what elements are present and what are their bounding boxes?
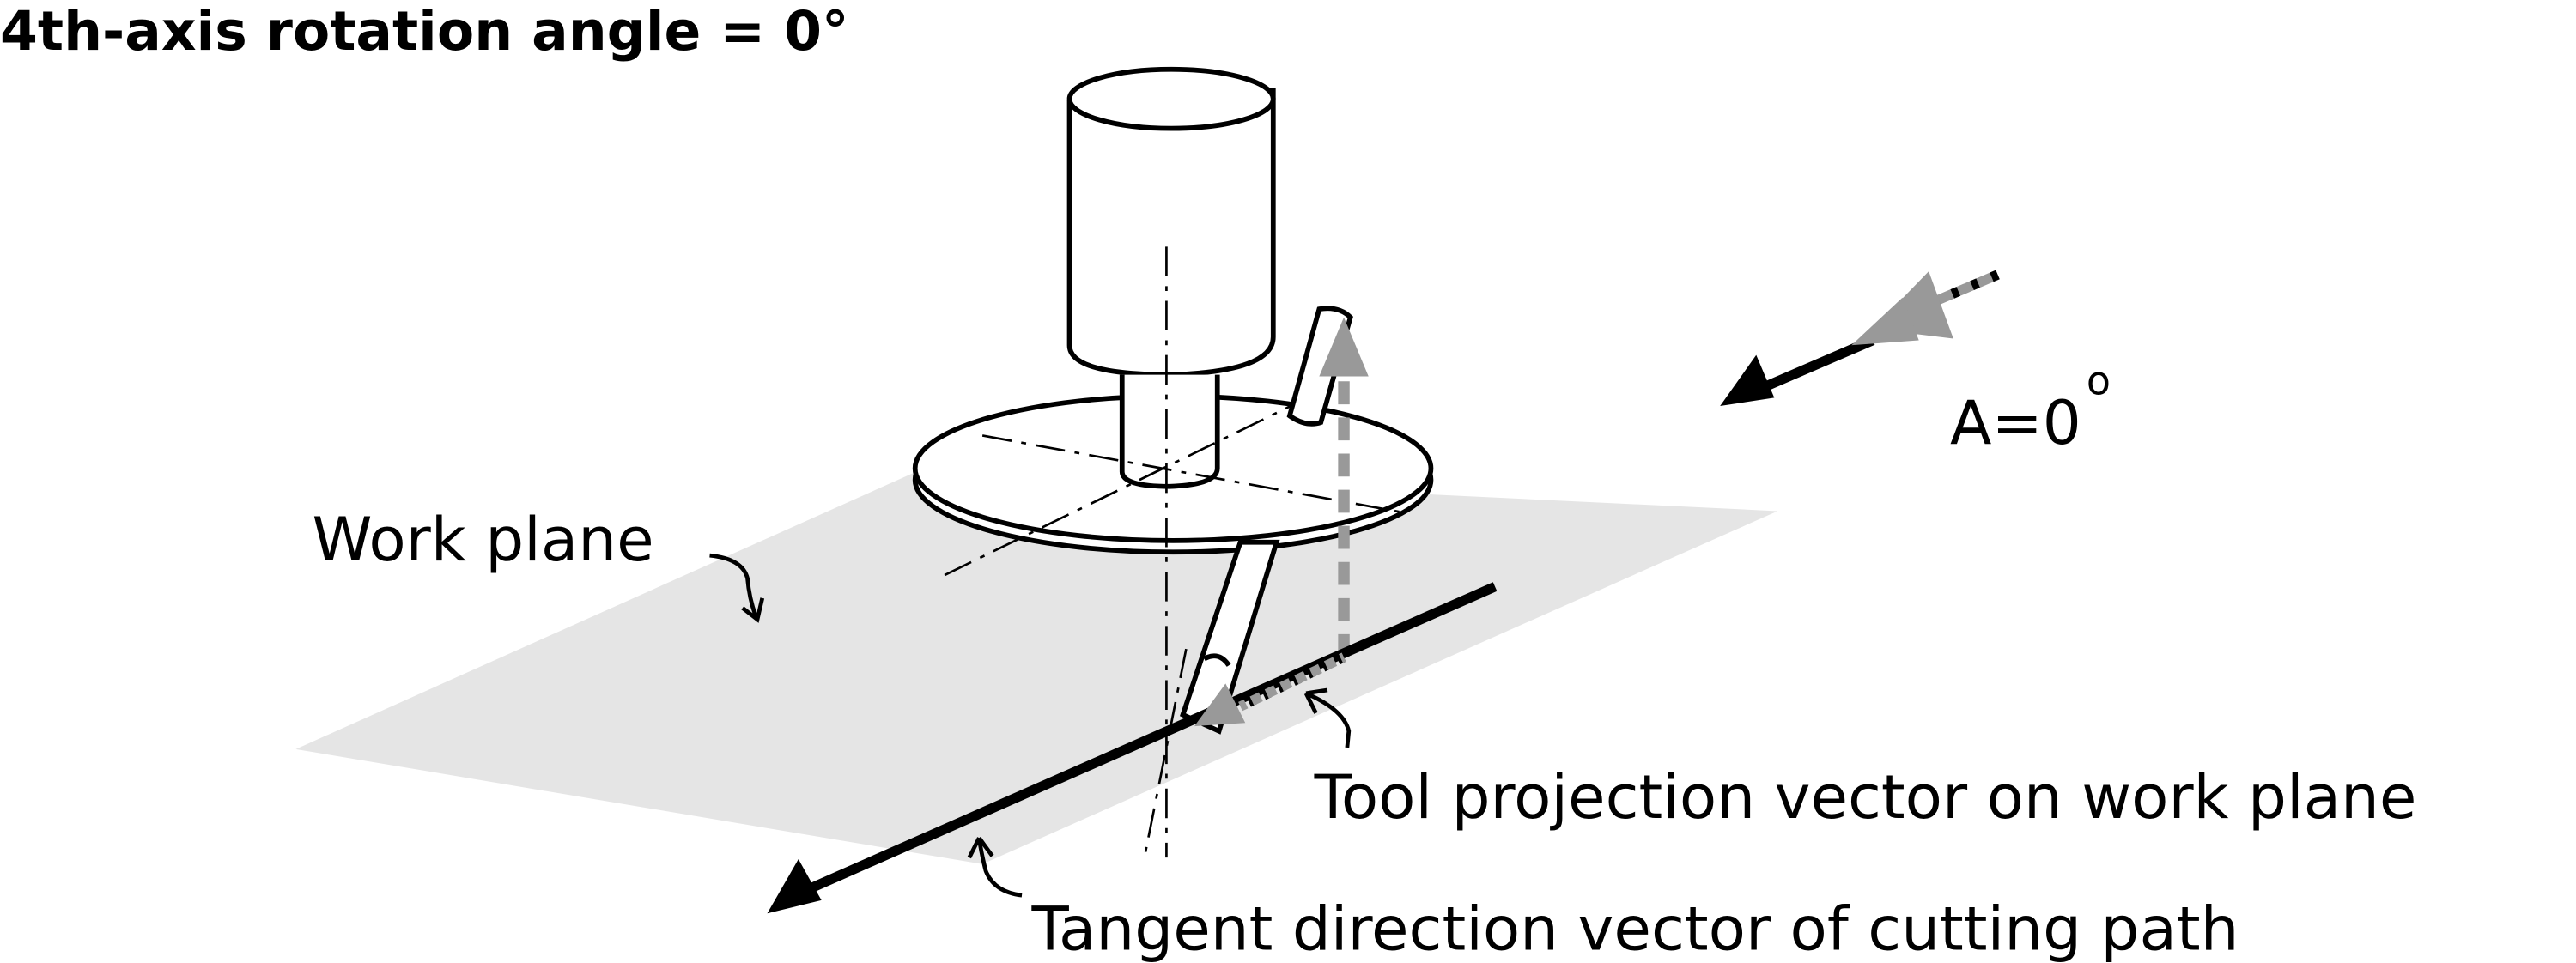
- tool-projection-label: Tool projection vector on work plane: [1314, 761, 2417, 833]
- work-plane-leader: [709, 553, 765, 623]
- tool-projection-arrow: [1194, 652, 1346, 727]
- angle-label: A=0: [1950, 387, 2081, 458]
- angle-legend-arrows: [1720, 270, 2000, 406]
- tool-vector-arrow: [1319, 317, 1369, 657]
- tangent-leader: [967, 836, 1023, 898]
- lower-tool: [1180, 539, 1280, 735]
- spindle-shaft: [1119, 374, 1220, 489]
- angle-degree-sup: o: [2087, 358, 2111, 404]
- spindle-cylinder: [1066, 66, 1276, 378]
- work-plane: [295, 469, 1778, 864]
- tangent-direction-arrow: [767, 582, 1498, 914]
- diagram-title: 4th-axis rotation angle = 0°: [0, 0, 849, 63]
- work-plane-label: Work plane: [313, 504, 654, 575]
- upper-tool: [1286, 306, 1353, 427]
- tangent-label: Tangent direction vector of cutting path: [1031, 893, 2239, 963]
- tool-projection-leader: [1303, 687, 1352, 748]
- center-lines: [944, 246, 1406, 858]
